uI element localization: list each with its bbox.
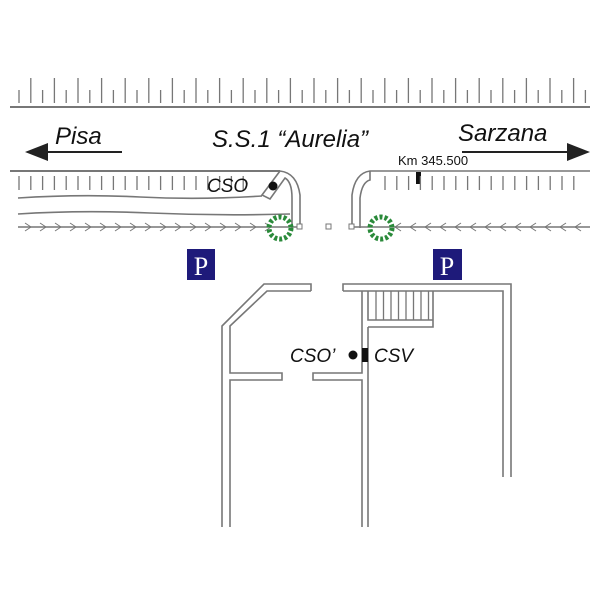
tick (469, 222, 477, 228)
tick (529, 222, 537, 228)
tick (129, 222, 137, 228)
cso-prime-label: CSO’ (290, 346, 336, 367)
tick (84, 222, 92, 228)
sarzana-arrow-icon (567, 143, 590, 161)
tick (54, 222, 62, 228)
tick (574, 222, 582, 228)
tick (174, 226, 182, 232)
bollard (325, 223, 332, 230)
tick (544, 226, 552, 232)
tick (249, 222, 257, 228)
tick (114, 226, 122, 232)
tick (439, 222, 447, 228)
km-marker-label: Km 345.500 (398, 153, 468, 168)
tick (69, 222, 77, 228)
tick (189, 222, 197, 228)
staircase (375, 291, 430, 320)
sarzana-label: Sarzana (458, 120, 547, 147)
tick (24, 226, 32, 232)
tick (219, 222, 227, 228)
tick (409, 222, 417, 228)
svg-text:P: P (194, 252, 208, 281)
tick (469, 226, 477, 232)
tick (484, 226, 492, 232)
csv-label: CSV (374, 346, 415, 367)
tick (174, 222, 182, 228)
tick (234, 222, 242, 228)
cso-point (268, 181, 278, 191)
tick (189, 226, 197, 232)
tick (439, 226, 447, 232)
wavy-line-lower (17, 210, 291, 216)
tick (24, 222, 32, 228)
tick (129, 226, 137, 232)
tick (99, 226, 107, 232)
sidewalk-curb-left (260, 170, 301, 228)
tick (69, 226, 77, 232)
tick (574, 226, 582, 232)
wavy-line-upper (17, 194, 263, 200)
parking-sign-icon: P (187, 249, 215, 281)
tick (544, 222, 552, 228)
tick (144, 222, 152, 228)
tick (454, 226, 462, 232)
parking-sign-icon: P (433, 249, 462, 281)
tick (424, 222, 432, 228)
tree-icon (266, 214, 294, 242)
tick (454, 222, 462, 228)
tree-icon (367, 214, 395, 242)
tick (424, 226, 432, 232)
road-name-label: S.S.1 “Aurelia” (212, 126, 369, 153)
sidewalk-curb-right (351, 170, 590, 228)
tick (514, 226, 522, 232)
tick (204, 226, 212, 232)
tick (499, 226, 507, 232)
tick (409, 226, 417, 232)
csv-point (362, 348, 368, 362)
tick (234, 226, 242, 232)
tick (159, 226, 167, 232)
tick (99, 222, 107, 228)
sidewalk-ticks (18, 176, 575, 190)
tick (559, 222, 567, 228)
tick (514, 222, 522, 228)
tick (499, 222, 507, 228)
tick (159, 222, 167, 228)
bollard (296, 223, 303, 230)
tick (394, 222, 402, 228)
tick (249, 226, 257, 232)
svg-text:P: P (440, 252, 454, 281)
road-edge-ticks-top (18, 78, 587, 103)
tick (484, 222, 492, 228)
bollard (348, 223, 355, 230)
tick (219, 226, 227, 232)
km-marker-post (416, 172, 421, 184)
building-walls (221, 283, 512, 527)
tick (84, 226, 92, 232)
pisa-label: Pisa (55, 123, 102, 150)
hedge-chevrons (24, 222, 582, 232)
tick (114, 222, 122, 228)
cso-label: CSO (207, 176, 248, 197)
tick (54, 226, 62, 232)
tick (39, 222, 47, 228)
tick (264, 226, 272, 232)
tick (204, 222, 212, 228)
pisa-arrow-icon (25, 143, 48, 161)
tick (529, 226, 537, 232)
tick (559, 226, 567, 232)
cso-prime-point (348, 350, 358, 360)
tick (144, 226, 152, 232)
tick (39, 226, 47, 232)
tick (394, 226, 402, 232)
